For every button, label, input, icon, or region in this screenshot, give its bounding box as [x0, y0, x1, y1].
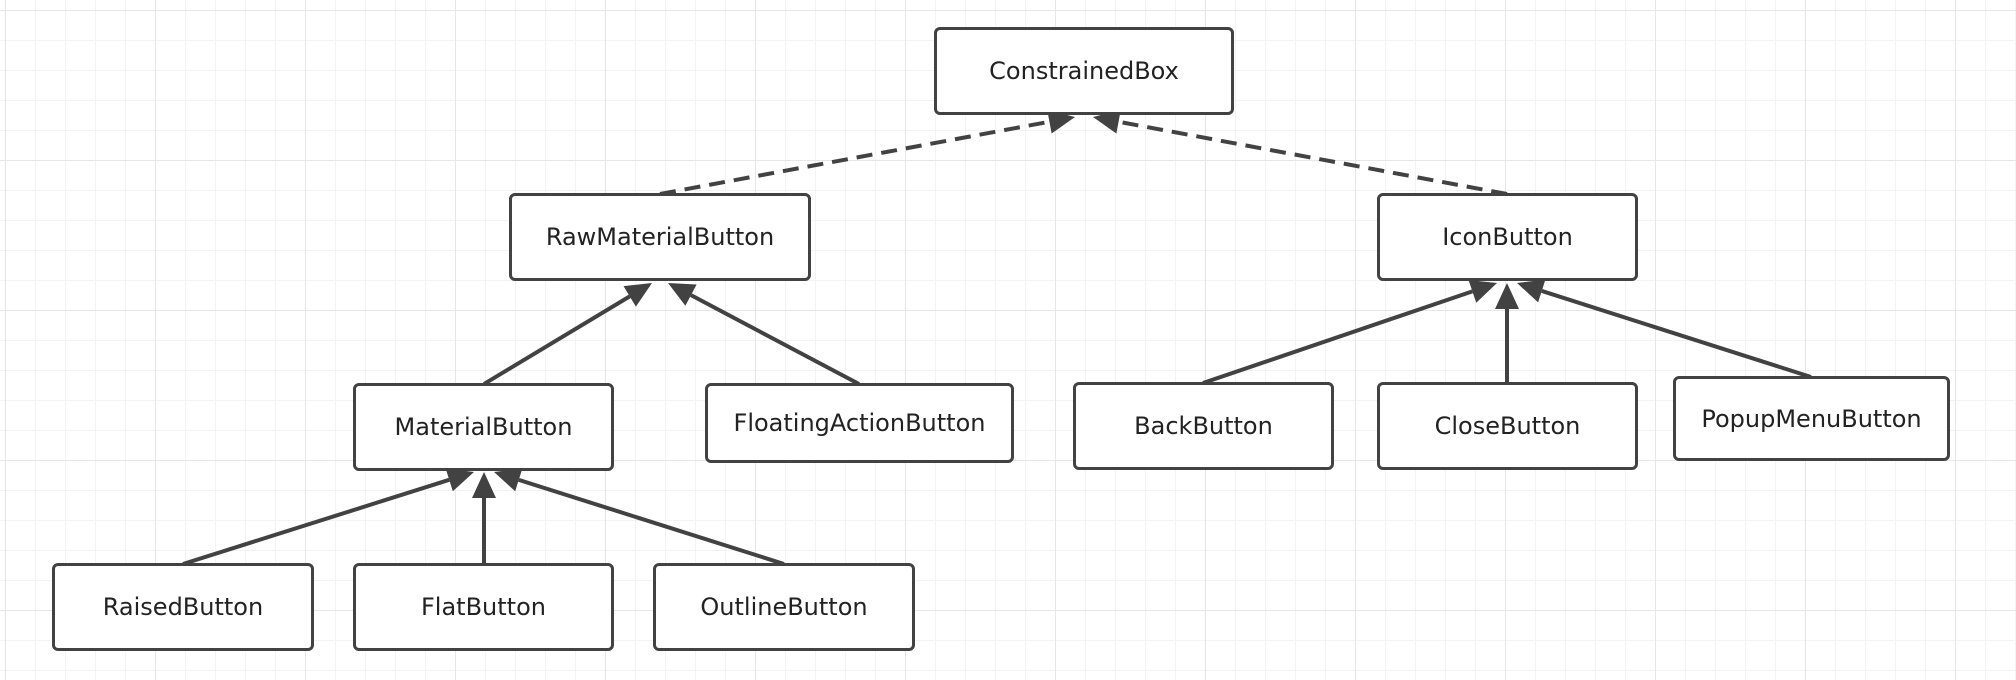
arrowhead-icon [1517, 279, 1546, 303]
arrowhead-icon [1468, 280, 1497, 303]
arrowhead-icon [623, 283, 652, 307]
arrowhead-icon [472, 472, 496, 498]
node-flatbutton[interactable]: FlatButton [353, 563, 614, 651]
node-materialbutton[interactable]: MaterialButton [353, 383, 614, 471]
node-popupmenubutton[interactable]: PopupMenuButton [1673, 376, 1950, 461]
edge-rawmaterialbutton-to-constrainedbox [659, 109, 1075, 196]
edge-line [690, 293, 860, 386]
edge-outlinebutton-to-materialbutton [494, 468, 785, 566]
edge-line [1541, 289, 1812, 379]
edge-popupmenubutton-to-iconbutton [1517, 279, 1812, 379]
edge-raisedbutton-to-materialbutton [182, 468, 474, 566]
arrowhead-icon [1093, 109, 1121, 134]
node-rawmaterialbutton[interactable]: RawMaterialButton [509, 193, 811, 281]
arrowhead-icon [445, 468, 474, 492]
arrowhead-icon [668, 283, 697, 306]
node-backbutton[interactable]: BackButton [1073, 382, 1334, 470]
node-floatingactionbutton[interactable]: FloatingActionButton [705, 383, 1014, 463]
node-closebutton[interactable]: CloseButton [1377, 382, 1638, 470]
node-raisedbutton[interactable]: RaisedButton [52, 563, 314, 651]
edge-line [182, 477, 450, 566]
edge-line [659, 119, 1050, 196]
edge-backbutton-to-iconbutton [1202, 280, 1497, 385]
edge-flatbutton-to-materialbutton [472, 472, 496, 564]
edge-floatingactionbutton-to-rawmaterialbutton [668, 283, 860, 386]
node-constrainedbox[interactable]: ConstrainedBox [934, 27, 1234, 115]
edge-line [482, 294, 631, 386]
node-outlinebutton[interactable]: OutlineButton [653, 563, 915, 651]
edge-closebutton-to-iconbutton [1495, 283, 1519, 383]
edge-line [1202, 289, 1474, 385]
arrowhead-icon [1047, 109, 1075, 134]
arrowhead-icon [1495, 283, 1519, 309]
edge-materialbutton-to-rawmaterialbutton [482, 283, 652, 386]
arrowhead-icon [494, 468, 523, 492]
node-iconbutton[interactable]: IconButton [1377, 193, 1638, 281]
edge-line [518, 477, 785, 566]
edge-iconbutton-to-constrainedbox [1093, 109, 1508, 196]
edge-line [1118, 119, 1508, 196]
